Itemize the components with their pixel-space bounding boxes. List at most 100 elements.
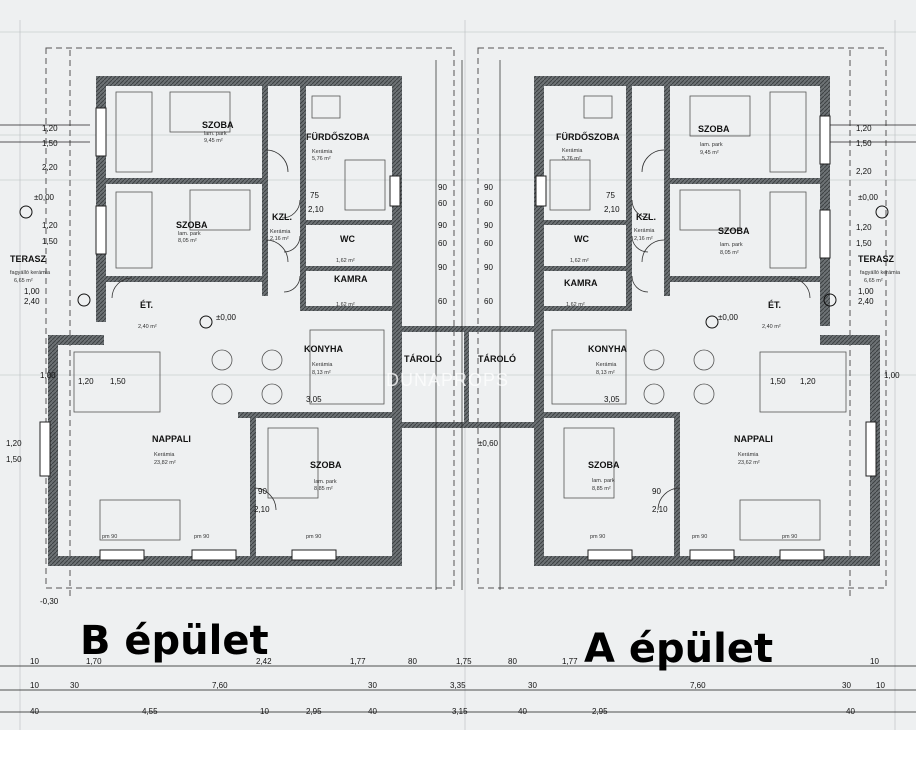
finish-label: lam. park <box>700 142 723 148</box>
finish-label: Kerámia <box>562 148 583 154</box>
dimension-text: 1,20 <box>42 124 58 133</box>
level-label: ±0,00 <box>718 313 739 322</box>
dimension-text: 7,60 <box>212 681 228 690</box>
room-name: KZL. <box>272 212 292 222</box>
room-area: 8,05 m² <box>178 238 197 244</box>
watermark-text: DUNAPROPS <box>386 370 509 390</box>
dimension-text: 90 <box>484 221 493 230</box>
room-name: WC <box>340 234 355 244</box>
room-area: 5,76 m² <box>312 156 331 162</box>
room-area: 1,62 m² <box>566 302 585 308</box>
dimension-text: 1,00 <box>884 371 900 380</box>
dimension-text: 1,20 <box>6 439 22 448</box>
room-name: TERASZ <box>858 254 895 264</box>
dimension-text: 1,00 <box>858 287 874 296</box>
dimension-text: 60 <box>438 239 447 248</box>
dimension-text: 3,05 <box>604 395 620 404</box>
finish-label: Kerámia <box>596 362 617 368</box>
dimension-text: 90 <box>484 263 493 272</box>
dimension-text: 90 <box>484 183 493 192</box>
dimension-text: 90 <box>438 263 447 272</box>
dimension-text: 2,40 <box>24 297 40 306</box>
dimension-text: 40 <box>846 707 855 716</box>
finish-label: lam. park <box>204 131 227 137</box>
dimension-text: 1,77 <box>562 657 578 666</box>
storage-block <box>402 326 534 428</box>
finish-label: Kerámia <box>738 452 759 458</box>
finish-label: lam. park <box>314 479 337 485</box>
level-label: ±0,00 <box>34 193 55 202</box>
dimension-text: 2,95 <box>306 707 322 716</box>
room-name: NAPPALI <box>734 434 773 444</box>
dimension-lines <box>0 60 916 713</box>
building-b-vertical-dims: 1,20 1,50 2,20 1,20 1,50 <box>42 124 58 246</box>
dimension-text: 1,50 <box>42 237 58 246</box>
dimension-text: 30 <box>70 681 79 690</box>
finish-label: lam. park <box>592 478 615 484</box>
dimension-text: 1,20 <box>78 377 94 386</box>
dimension-text: 1,20 <box>856 124 872 133</box>
room-name: KAMRA <box>564 278 598 288</box>
dimension-text: 7,60 <box>690 681 706 690</box>
finish-label: Kerámia <box>154 452 175 458</box>
dimension-text: 60 <box>484 199 493 208</box>
dimension-text: 1,50 <box>856 139 872 148</box>
room-area: 8,85 m² <box>592 486 611 492</box>
dimension-text: 90 <box>652 487 661 496</box>
dimension-text: 75 <box>310 191 319 200</box>
finish-label: lam. park <box>720 242 743 248</box>
room-area: 1,62 m² <box>336 258 355 264</box>
dimension-text: 2,10 <box>308 205 324 214</box>
building-b-walls <box>48 76 402 566</box>
room-area: 2,40 m² <box>138 324 157 330</box>
finish-label: Kerámia <box>634 228 655 234</box>
dimension-text: 80 <box>508 657 517 666</box>
plot-boundary <box>45 47 887 600</box>
building-a-label: A épület <box>584 626 773 672</box>
window-label: pm 90 <box>102 534 117 540</box>
room-name: KAMRA <box>334 274 368 284</box>
dimension-text: 4,55 <box>142 707 158 716</box>
room-name: SZOBA <box>176 220 208 230</box>
bottom-white-strip <box>0 730 916 768</box>
finish-label: fagyálló kerámia <box>860 270 901 276</box>
dimension-text: 10 <box>876 681 885 690</box>
dimension-text: 90 <box>258 487 267 496</box>
dimension-text: 80 <box>408 657 417 666</box>
building-b-labels: SZOBA 9,45 m² FÜRDŐSZOBA 5,76 m² SZOBA 8… <box>6 120 442 606</box>
dimension-text: 10 <box>30 681 39 690</box>
dimension-text: 10 <box>870 657 879 666</box>
dimension-text: 2,42 <box>256 657 272 666</box>
room-name: KONYHA <box>588 344 628 354</box>
room-area: 9,45 m² <box>204 138 223 144</box>
window-label: pm 90 <box>590 534 605 540</box>
dimension-text: 40 <box>518 707 527 716</box>
window-label: pm 90 <box>692 534 707 540</box>
window-label: pm 90 <box>782 534 797 540</box>
door-swings <box>111 149 811 511</box>
room-name: ÉT. <box>140 300 153 310</box>
dimension-text: 90 <box>438 221 447 230</box>
dimension-text: 1,75 <box>456 657 472 666</box>
room-area: 2,40 m² <box>762 324 781 330</box>
room-name: FÜRDŐSZOBA <box>556 131 620 142</box>
room-name: KZL. <box>636 212 656 222</box>
dimension-text: 2,95 <box>592 707 608 716</box>
room-area: 9,45 m² <box>700 150 719 156</box>
dimension-text: 1,77 <box>350 657 366 666</box>
dimension-text: 3,35 <box>450 681 466 690</box>
dimension-text: 30 <box>528 681 537 690</box>
dimension-text: 40 <box>368 707 377 716</box>
window-label: pm 90 <box>306 534 321 540</box>
level-label: ±0,00 <box>216 313 237 322</box>
dimension-text: 1,20 <box>800 377 816 386</box>
room-name: SZOBA <box>588 460 620 470</box>
building-a-windows <box>535 115 877 561</box>
dimension-text: 60 <box>438 199 447 208</box>
dimension-text: 2,20 <box>42 163 58 172</box>
room-area: 8,85 m² <box>314 486 333 492</box>
dimension-text: 3,05 <box>306 395 322 404</box>
dimension-text: 2,10 <box>604 205 620 214</box>
room-area: 8,13 m² <box>312 370 331 376</box>
room-name: TÁROLÓ <box>404 353 442 364</box>
